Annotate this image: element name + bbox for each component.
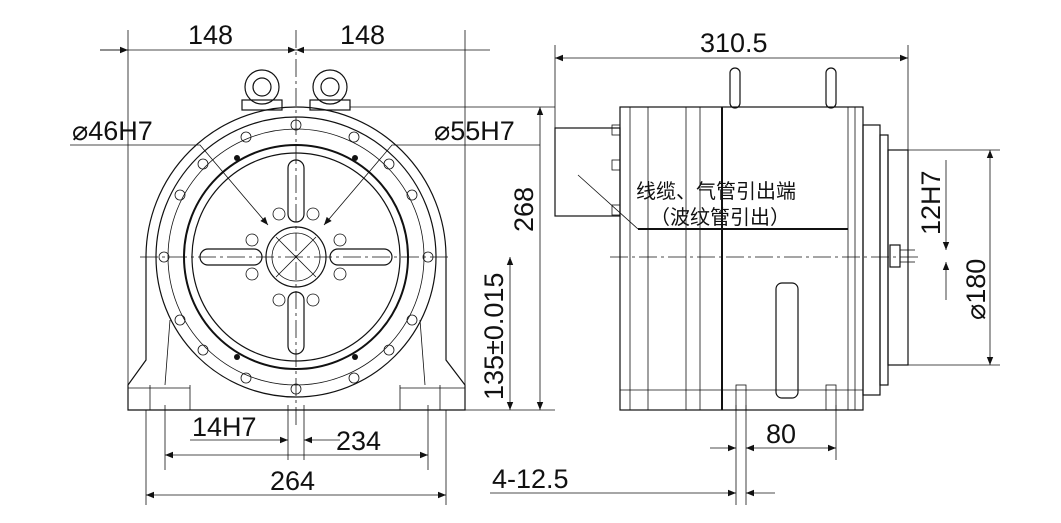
dim-4-12-5: 4-12.5 <box>492 464 569 494</box>
dim-268: 268 <box>509 187 539 232</box>
side-view: 线缆、气管引出端 （波纹管引出） 310.5 ⌀180 12H7 80 4-12… <box>490 28 1000 505</box>
dim-264: 264 <box>270 466 315 496</box>
dim-80: 80 <box>766 419 796 449</box>
dim-234: 234 <box>336 426 381 456</box>
dimensions-front: 148 148 ⌀46H7 ⌀55H7 268 135±0.015 14H7 2… <box>70 20 555 505</box>
eye-bolts <box>241 69 351 111</box>
note-cable-outlet: 线缆、气管引出端 <box>636 179 796 203</box>
dim-148-left: 148 <box>188 20 233 50</box>
front-view: 148 148 ⌀46H7 ⌀55H7 268 135±0.015 14H7 2… <box>70 20 555 505</box>
dim-148-right: 148 <box>340 20 385 50</box>
housing-outline <box>127 106 466 411</box>
motor-body <box>619 106 864 411</box>
dim-180: ⌀180 <box>961 259 991 320</box>
dim-135: 135±0.015 <box>479 273 509 400</box>
dim-310-5: 310.5 <box>700 28 768 58</box>
dim-14h7: 14H7 <box>192 412 257 442</box>
dimensions-side: 310.5 ⌀180 12H7 80 4-12.5 <box>490 28 1000 505</box>
bore-46h7: ⌀46H7 <box>72 116 153 146</box>
cable-outlet-box <box>554 127 621 217</box>
bore-55h7: ⌀55H7 <box>434 116 515 146</box>
note-bellows: （波纹管引出） <box>650 205 790 229</box>
dim-12h7: 12H7 <box>916 170 946 235</box>
